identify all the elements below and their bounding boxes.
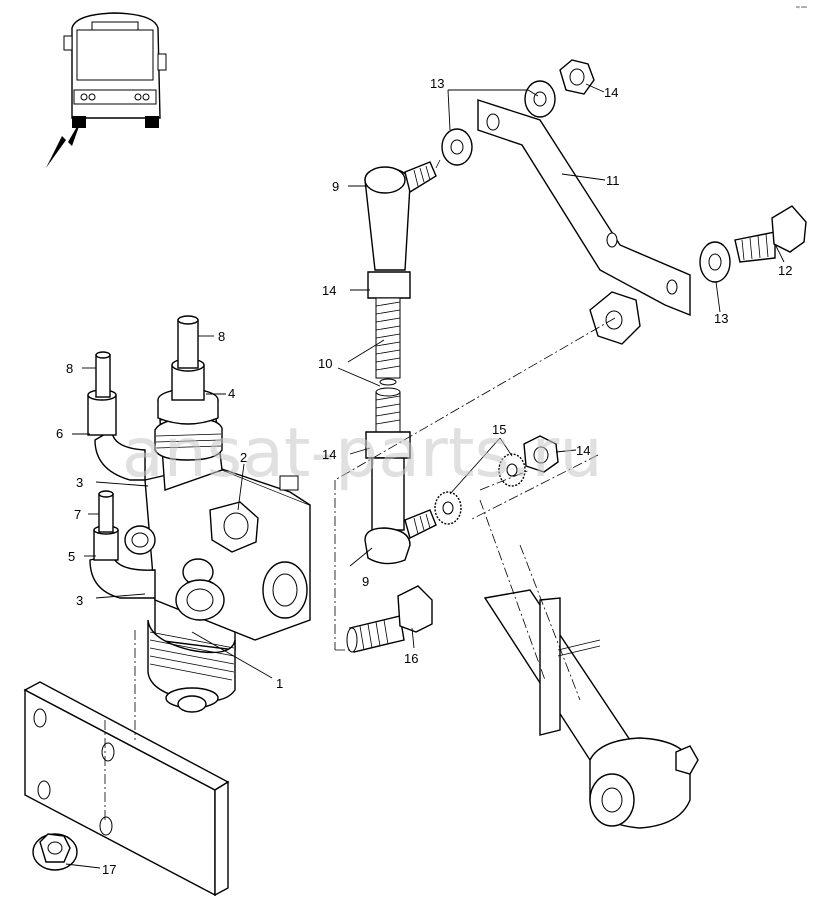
washer-13-right bbox=[699, 241, 731, 283]
axle-arm bbox=[483, 589, 699, 829]
callout-7: 7 bbox=[74, 507, 81, 522]
leveling-valve-body bbox=[124, 388, 311, 713]
lock-washer-15 bbox=[434, 453, 526, 525]
nut-14-mid bbox=[523, 435, 559, 473]
callout-3: 3 bbox=[76, 475, 83, 490]
fitting-6 bbox=[87, 351, 146, 481]
corner-mark: ᵃᵖ ᵃᵃᵃ bbox=[796, 5, 807, 11]
callout-14: 14 bbox=[576, 443, 590, 458]
washer-13-top bbox=[441, 80, 556, 166]
callout-13: 13 bbox=[430, 76, 444, 91]
nut-14-top bbox=[559, 59, 595, 95]
watermark: ansat-parts.ru bbox=[122, 414, 603, 493]
bracket-11 bbox=[477, 99, 691, 317]
callout-2: 2 bbox=[240, 450, 247, 465]
callout-11: 11 bbox=[606, 173, 620, 188]
callout-14: 14 bbox=[322, 447, 336, 462]
callout-17: 17 bbox=[102, 862, 116, 877]
callout-13: 13 bbox=[714, 311, 728, 326]
flange-nut-17 bbox=[32, 833, 78, 871]
callout-8: 8 bbox=[218, 329, 225, 344]
callout-1: 1 bbox=[276, 676, 283, 691]
callout-9: 9 bbox=[332, 179, 339, 194]
callout-5: 5 bbox=[68, 549, 75, 564]
callout-16: 16 bbox=[404, 651, 418, 666]
callout-12: 12 bbox=[778, 263, 792, 278]
callout-14: 14 bbox=[604, 85, 618, 100]
leader-lines bbox=[65, 83, 785, 869]
mounting-plate bbox=[23, 681, 230, 897]
callout-15: 15 bbox=[492, 422, 506, 437]
assembly-center-lines bbox=[104, 159, 616, 820]
callout-10: 10 bbox=[318, 356, 332, 371]
fitting-5 bbox=[89, 490, 156, 599]
callout-8: 8 bbox=[66, 361, 73, 376]
callout-3: 3 bbox=[76, 593, 83, 608]
callout-14: 14 bbox=[322, 283, 336, 298]
callout-6: 6 bbox=[56, 426, 63, 441]
bolt-16 bbox=[346, 585, 433, 653]
callout-4: 4 bbox=[228, 386, 235, 401]
callout-9: 9 bbox=[362, 574, 369, 589]
bolt-12 bbox=[734, 205, 807, 263]
link-rod-assembly bbox=[364, 161, 437, 565]
bus-location-icon bbox=[46, 12, 167, 168]
callout-labels: 1 2 3 3 4 5 6 7 8 8 9 9 10 11 12 13 13 1… bbox=[56, 76, 792, 877]
fitting-4 bbox=[171, 315, 205, 401]
